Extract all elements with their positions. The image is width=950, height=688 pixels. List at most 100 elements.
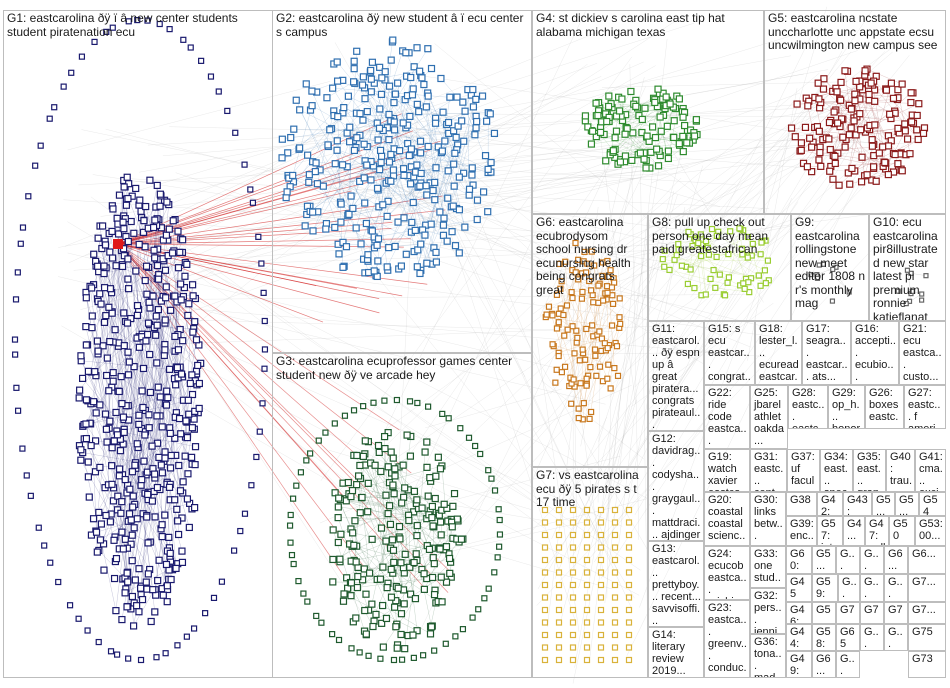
group-box-g67[interactable]: G...: [860, 574, 884, 602]
node[interactable]: [857, 178, 866, 186]
node[interactable]: [915, 100, 923, 108]
node[interactable]: [143, 513, 151, 521]
group-box-g29[interactable]: G29: op_h... honor... green...: [828, 385, 865, 429]
node[interactable]: [350, 146, 359, 155]
node[interactable]: [871, 121, 879, 129]
group-box-g45[interactable]: G45: [786, 574, 812, 602]
node[interactable]: [139, 228, 148, 236]
node[interactable]: [424, 45, 432, 53]
node[interactable]: [152, 331, 160, 339]
node[interactable]: [146, 176, 154, 184]
node[interactable]: [352, 614, 360, 622]
node[interactable]: [583, 382, 590, 389]
group-box-g27[interactable]: G27: eastc... f ameri...: [904, 385, 946, 429]
node[interactable]: [385, 502, 394, 510]
node[interactable]: [155, 556, 163, 564]
pendant-node[interactable]: [68, 69, 75, 76]
node[interactable]: [432, 472, 440, 480]
pendant-node[interactable]: [350, 407, 358, 414]
pendant-node[interactable]: [398, 656, 406, 663]
node[interactable]: [177, 296, 185, 304]
node[interactable]: [380, 432, 389, 441]
node[interactable]: [350, 541, 358, 549]
node[interactable]: [629, 129, 637, 137]
pendant-node[interactable]: [293, 482, 300, 489]
pendant-node[interactable]: [329, 631, 336, 638]
pendant-node[interactable]: [431, 647, 438, 654]
node[interactable]: [884, 170, 892, 179]
node[interactable]: [166, 464, 175, 472]
node[interactable]: [423, 463, 431, 471]
group-box-g26[interactable]: G26: boxes eastc... book...: [865, 385, 904, 429]
node[interactable]: [569, 294, 576, 302]
node[interactable]: [173, 364, 182, 372]
node[interactable]: [78, 374, 87, 383]
node[interactable]: [616, 295, 623, 302]
pendant-node[interactable]: [465, 434, 473, 441]
group-box-g40[interactable]: G40: trau... trau...: [886, 449, 915, 492]
node[interactable]: [91, 368, 99, 376]
group-box-g68[interactable]: G...: [884, 574, 908, 602]
node[interactable]: [418, 74, 426, 82]
node[interactable]: [110, 437, 118, 445]
node[interactable]: [179, 478, 187, 486]
group-box-g11[interactable]: G11: eastcarol... ðÿ espn up â great pir…: [648, 321, 704, 431]
pendant-node[interactable]: [491, 487, 499, 494]
node[interactable]: [350, 65, 358, 73]
node[interactable]: [82, 420, 90, 428]
node[interactable]: [376, 146, 385, 154]
node[interactable]: [898, 167, 906, 175]
node[interactable]: [787, 124, 796, 132]
group-box-g44[interactable]: G44: che...: [786, 624, 812, 651]
node[interactable]: [801, 123, 810, 131]
group-box-g71[interactable]: G7...: [860, 602, 884, 624]
node[interactable]: [91, 468, 100, 476]
node[interactable]: [333, 58, 341, 66]
node[interactable]: [151, 470, 159, 478]
node[interactable]: [797, 146, 805, 155]
node[interactable]: [409, 198, 417, 207]
node[interactable]: [283, 188, 291, 196]
node[interactable]: [468, 164, 476, 172]
group-box-g53[interactable]: G53: 00...: [915, 516, 946, 546]
node[interactable]: [135, 565, 143, 573]
group-box-g15[interactable]: G15: s ecu eastcar... congrat...: [704, 321, 755, 385]
node[interactable]: [153, 412, 161, 420]
node[interactable]: [439, 221, 448, 229]
node[interactable]: [431, 196, 439, 204]
group-box-g13[interactable]: G13: eastcarol... prettyboy... recent...…: [648, 541, 704, 627]
pendant-node[interactable]: [341, 412, 349, 419]
node[interactable]: [115, 191, 124, 199]
node[interactable]: [437, 531, 445, 539]
pendant-node[interactable]: [95, 638, 102, 646]
node[interactable]: [103, 354, 111, 362]
group-box-g18[interactable]: G18: lester_l... ecuread eastcar...: [755, 321, 802, 385]
pendant-node[interactable]: [469, 614, 476, 621]
node[interactable]: [584, 123, 592, 131]
node[interactable]: [426, 630, 435, 638]
node[interactable]: [852, 131, 860, 139]
node[interactable]: [420, 570, 428, 578]
group-box-g19[interactable]: G19: watch xavier eastca...: [704, 449, 750, 492]
node[interactable]: [352, 558, 360, 566]
node[interactable]: [337, 218, 345, 226]
pendant-node[interactable]: [439, 410, 446, 417]
pendant-node[interactable]: [442, 640, 449, 647]
pendant-node[interactable]: [156, 20, 163, 28]
node[interactable]: [84, 458, 92, 466]
node[interactable]: [140, 457, 148, 465]
node[interactable]: [473, 215, 481, 224]
node[interactable]: [278, 154, 286, 162]
node[interactable]: [640, 155, 648, 163]
pendant-node[interactable]: [41, 542, 48, 549]
group-box-g16[interactable]: G16: accepti... ecubio... please...: [851, 321, 899, 385]
node[interactable]: [642, 164, 650, 172]
node[interactable]: [114, 492, 122, 500]
node[interactable]: [91, 437, 100, 445]
node[interactable]: [164, 394, 172, 402]
node[interactable]: [112, 607, 120, 615]
node[interactable]: [803, 163, 811, 171]
node[interactable]: [336, 555, 344, 563]
node[interactable]: [410, 558, 418, 567]
node[interactable]: [124, 578, 132, 586]
